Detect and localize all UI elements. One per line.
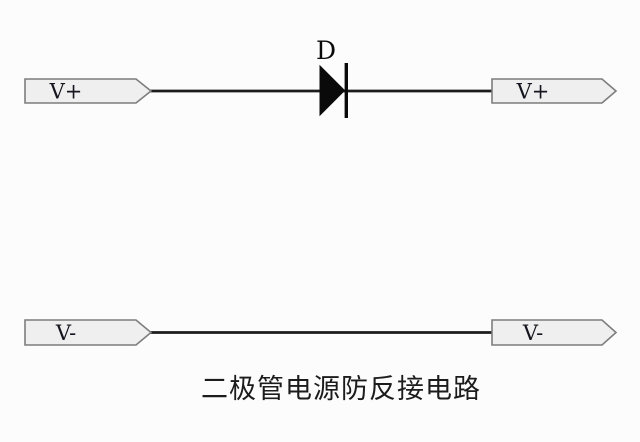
diode-symbol: D: [316, 36, 348, 118]
terminal-top-left: V+: [24, 78, 153, 104]
diode-label: D: [316, 36, 336, 65]
terminal-flag-shape: [24, 319, 153, 346]
terminal-label: V-: [55, 321, 76, 345]
terminal-flag-shape: [491, 78, 618, 104]
caption: 二极管电源防反接电路: [201, 374, 481, 405]
terminal-flag-shape: [24, 78, 153, 104]
terminal-flag-shape: [491, 319, 618, 346]
terminal-bottom-left: V-: [24, 319, 153, 346]
terminal-bottom-right: V-: [491, 319, 618, 346]
terminal-label: V+: [516, 80, 550, 104]
diode-anode-triangle: [319, 64, 346, 117]
terminal-label: V+: [49, 80, 83, 104]
terminal-top-right: V+: [491, 78, 618, 104]
terminal-label: V-: [522, 321, 543, 345]
